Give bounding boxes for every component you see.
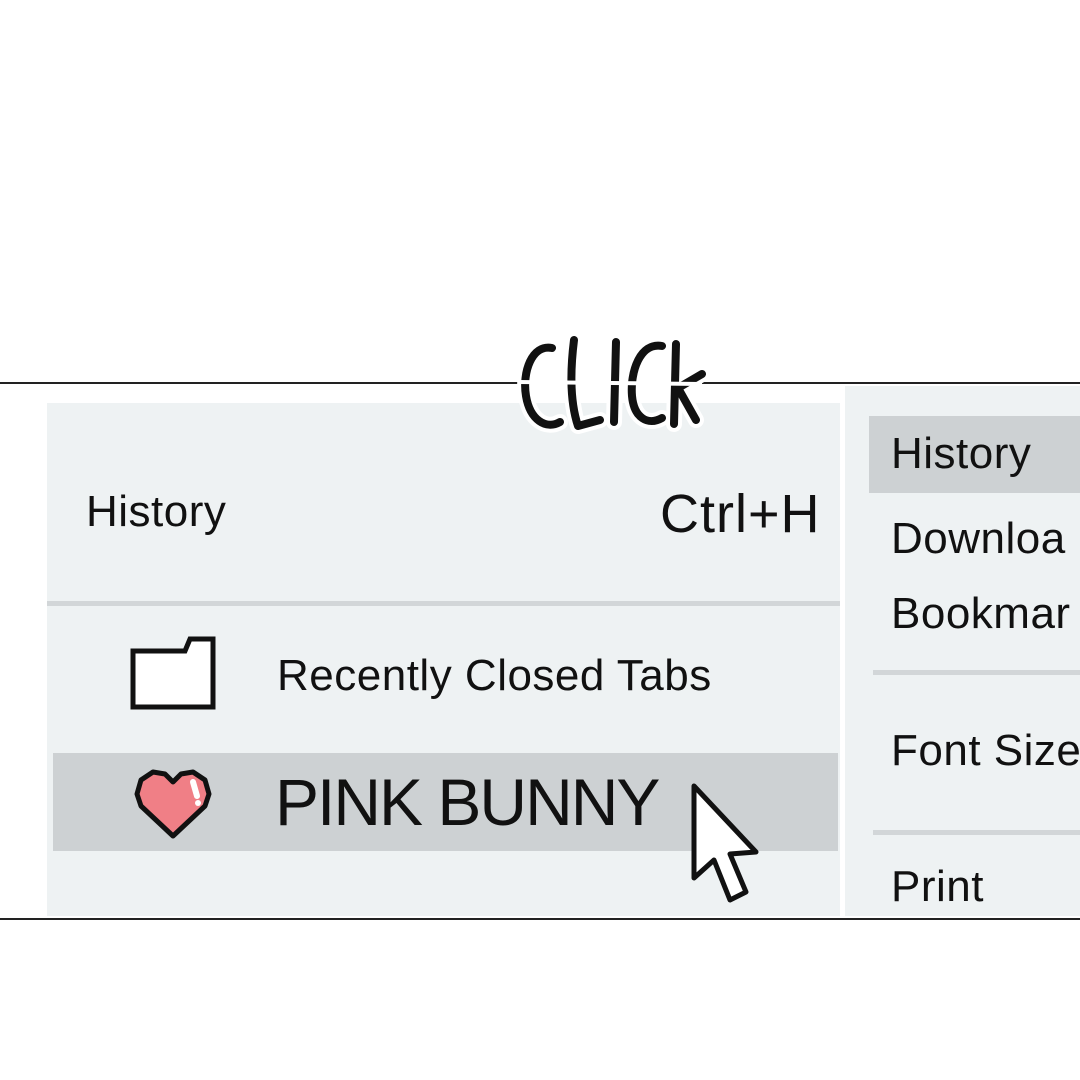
folder-icon [130,636,216,710]
main-menu-item-label: History [891,429,1032,478]
click-sound-effect [517,332,710,434]
menu-item-label: PINK BUNNY [275,765,660,839]
history-submenu-title: History [86,487,227,536]
main-menu-item-print[interactable]: Print [891,862,984,911]
main-menu-item-font-size[interactable]: Font Size [891,726,1080,775]
history-shortcut-label: Ctrl+H [660,484,821,544]
main-menu-item-history[interactable] [869,416,1080,493]
heart-icon [134,769,212,839]
main-menu-item-bookmarks[interactable]: Bookmar [891,589,1071,638]
mouse-pointer-icon [691,783,759,903]
main-menu-divider [873,670,1080,675]
main-menu-item-downloads[interactable]: Downloa [891,514,1066,563]
submenu-divider [47,601,840,606]
menu-item-label: Recently Closed Tabs [277,651,712,700]
main-menu-divider [873,830,1080,835]
